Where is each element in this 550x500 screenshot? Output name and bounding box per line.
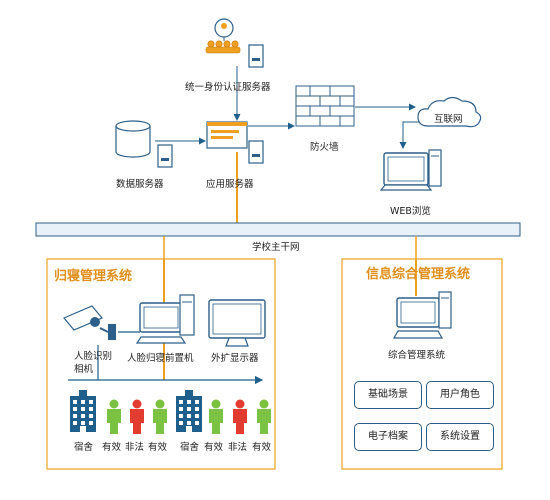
invalid-label: 非法 xyxy=(125,442,145,453)
valid-person-icon xyxy=(107,399,121,434)
auth-server-icon xyxy=(205,18,264,68)
dorm-building-icon xyxy=(70,390,96,432)
invalid-person-icon xyxy=(233,399,247,434)
front-machine-icon xyxy=(135,294,195,344)
top-links xyxy=(155,66,425,149)
face-camera-label: 人脸识别 相机 xyxy=(74,351,113,375)
cloud-icon xyxy=(417,96,482,128)
app-server-label: 应用服务器 xyxy=(206,179,254,190)
front-machine-label: 人脸归寝前置机 xyxy=(127,353,194,364)
invalid-person-icon xyxy=(130,399,144,434)
dorm-links xyxy=(68,259,264,385)
invalid-label: 非法 xyxy=(228,442,248,453)
e-archive-button[interactable]: 电子档案 xyxy=(354,423,422,451)
database-icon xyxy=(115,120,173,168)
info-system-title: 信息综合管理系统 xyxy=(366,267,471,282)
firewall-icon xyxy=(295,85,355,127)
info-computer-icon xyxy=(392,291,452,339)
ext-display-label: 外扩显示器 xyxy=(211,353,259,364)
dorm-label: 宿舍 xyxy=(180,442,200,453)
firewall-label: 防火墙 xyxy=(310,142,339,153)
valid-label: 有效 xyxy=(252,442,272,453)
internet-label: 互联网 xyxy=(434,114,463,125)
info-computer-label: 综合管理系统 xyxy=(388,350,446,361)
valid-label: 有效 xyxy=(148,442,168,453)
dorm-label: 宿舍 xyxy=(74,442,94,453)
dorm-system-box xyxy=(46,258,276,470)
basic-scene-button[interactable]: 基础场景 xyxy=(354,381,422,409)
web-browse-label: WEB浏览 xyxy=(390,206,431,217)
info-system-box xyxy=(341,258,503,470)
backbone-label: 学校主干网 xyxy=(252,242,300,253)
system-settings-button[interactable]: 系统设置 xyxy=(426,423,494,451)
dorm-building-icon xyxy=(176,390,202,432)
app-server-icon xyxy=(206,121,264,164)
backbone-bar xyxy=(35,222,521,237)
valid-person-icon xyxy=(257,399,271,434)
data-server-label: 数据服务器 xyxy=(116,179,164,190)
auth-server-label: 统一身份认证服务器 xyxy=(185,82,271,93)
external-display-icon xyxy=(208,299,266,347)
user-role-button[interactable]: 用户角色 xyxy=(426,381,494,409)
web-computer-icon xyxy=(379,149,442,191)
dorm-system-title: 归寝管理系统 xyxy=(54,269,133,284)
valid-person-icon xyxy=(153,399,167,434)
valid-person-icon xyxy=(209,399,223,434)
valid-label: 有效 xyxy=(102,442,122,453)
valid-label: 有效 xyxy=(204,442,224,453)
face-camera-icon xyxy=(63,305,116,340)
